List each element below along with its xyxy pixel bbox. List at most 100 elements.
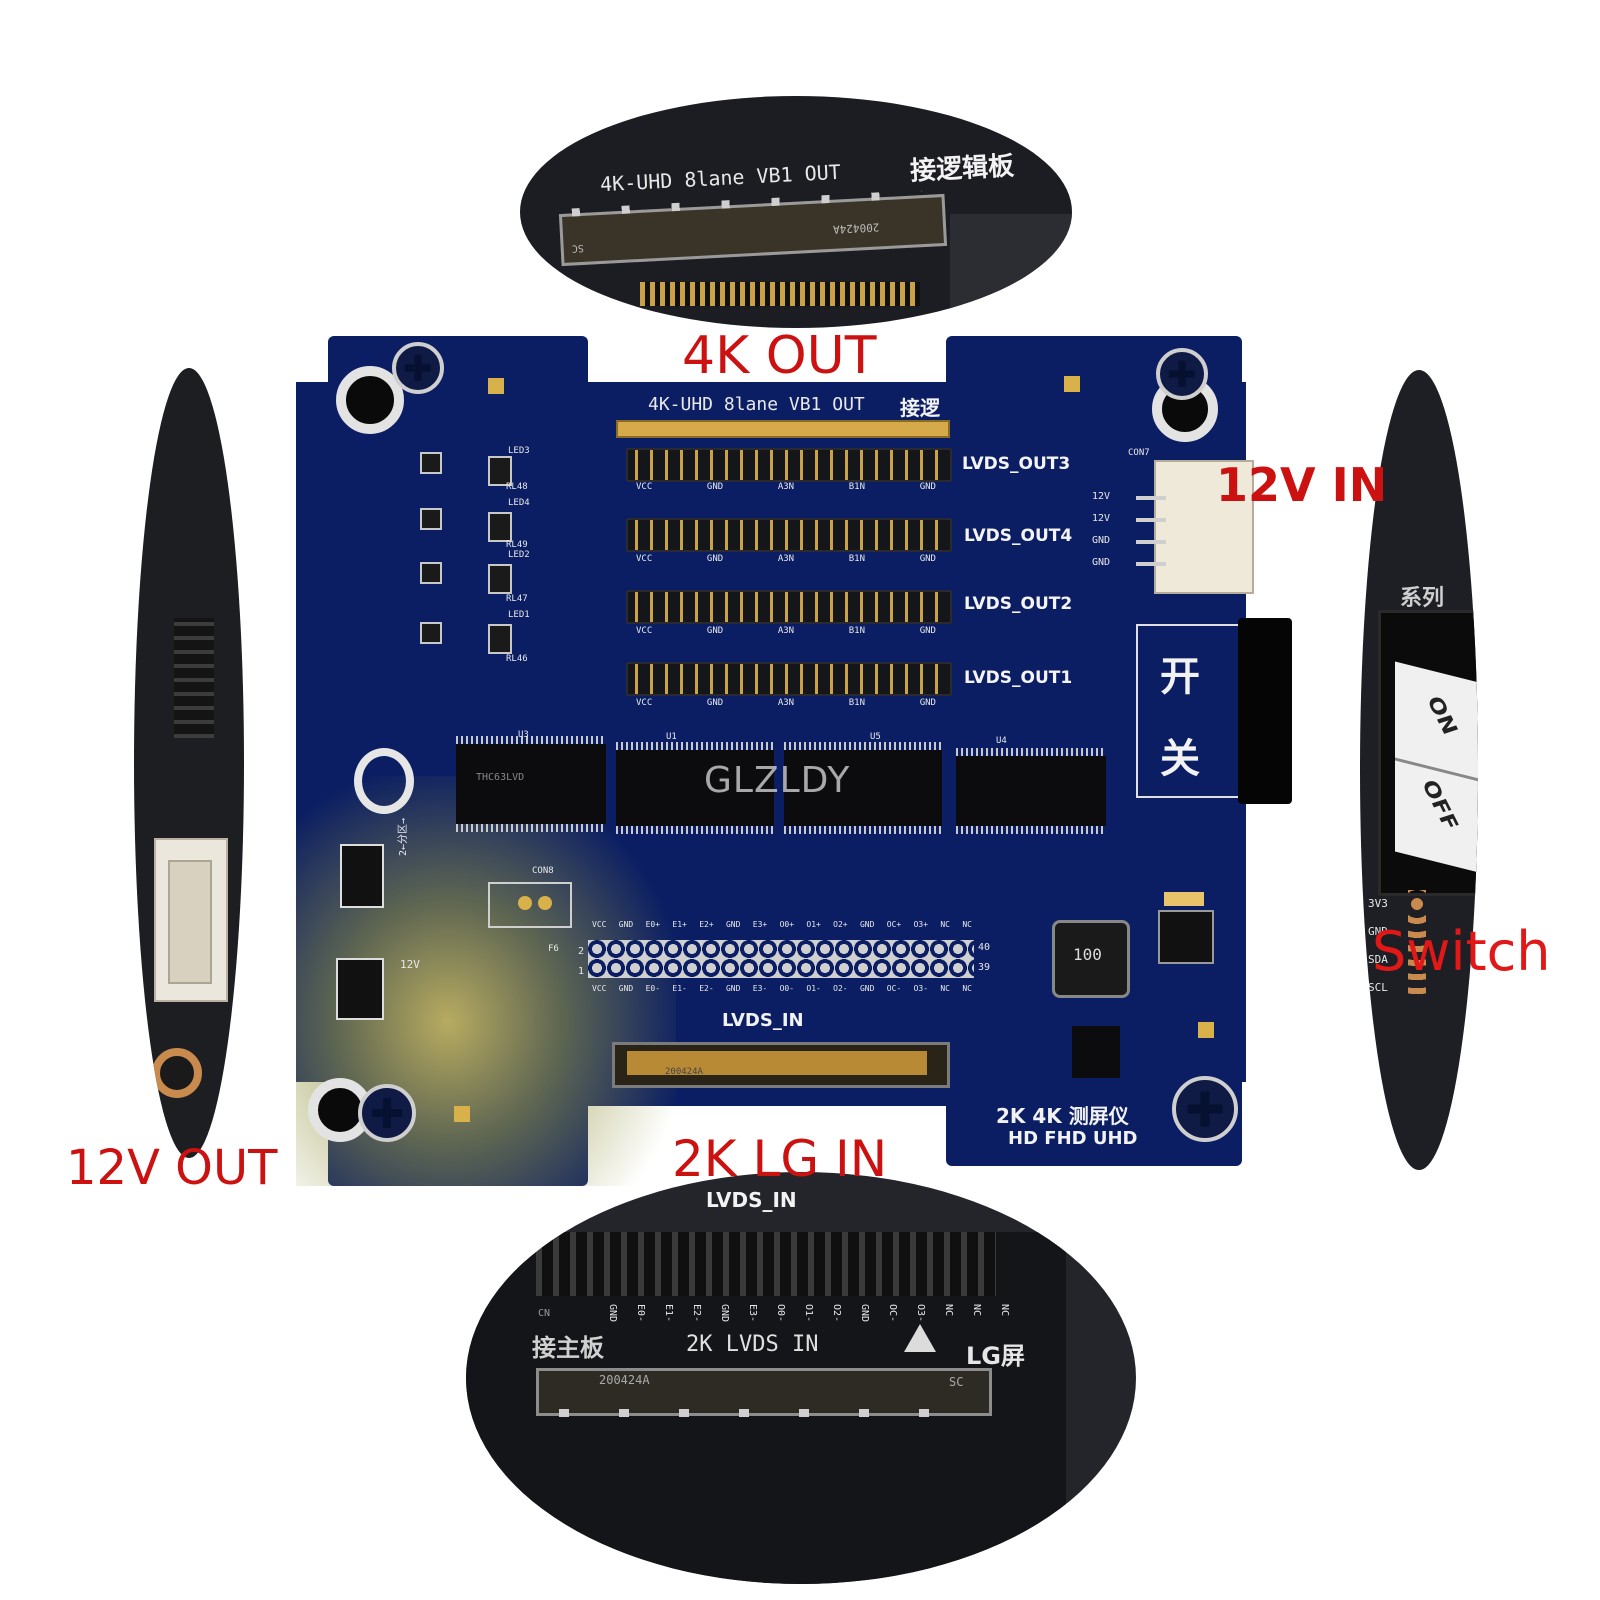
regulator-tab	[1164, 892, 1204, 906]
right-inset-pads	[1408, 890, 1426, 1000]
top-inset-photo: 4K-UHD 8lane VB1 OUT 接逻辑板 200424A SC	[520, 96, 1072, 328]
power-input-connector[interactable]	[1136, 460, 1254, 594]
rl-label: RL48	[506, 482, 528, 492]
row-pin-label: GND	[919, 482, 936, 492]
in-pin-label: E2+	[699, 920, 714, 929]
lvds-out2-label: LVDS_OUT2	[964, 594, 1073, 614]
power-conn-label: CON7	[1128, 448, 1150, 458]
in-pin-label: VCC	[592, 984, 607, 993]
header-pin-labels-4: VCC GND A3N B1N GND	[636, 698, 936, 708]
in-pin-label: E3+	[752, 920, 768, 929]
led-label: LED4	[508, 498, 530, 508]
small-ic	[1072, 1026, 1120, 1078]
chip-pins	[956, 826, 1106, 834]
right-inset-switch-body: ON OFF	[1378, 610, 1478, 896]
power-pin-label: GND	[1092, 535, 1111, 546]
bottom-inset-connector-latches	[559, 1409, 959, 1417]
switch-on-label: ON	[1421, 693, 1462, 738]
bottom-inset-silk-cn: 接主板	[532, 1334, 604, 1362]
screw-top-right	[1156, 348, 1208, 400]
chip-pins	[784, 742, 942, 750]
fpc-gold	[627, 1051, 927, 1075]
lvds-out4-header	[626, 518, 952, 552]
led-smd	[420, 562, 442, 584]
in-pin-label: NC	[962, 984, 972, 993]
in-pin-label: OC+	[886, 920, 902, 929]
vb1-output-connector	[616, 420, 950, 438]
top-inset-silk-cn: 接逻辑板	[909, 151, 1015, 187]
right-inset-pin-label: 3V3	[1368, 897, 1388, 910]
row-pin-label: GND	[706, 482, 724, 492]
brand-logo-icon	[354, 748, 414, 814]
lvds-in-label: LVDS_IN	[722, 1010, 804, 1031]
in-pin-label: OC-	[886, 984, 902, 993]
row-pin-label: VCC	[636, 698, 653, 708]
watermark-text: GLZLDY	[704, 760, 851, 801]
u-label: U3	[518, 730, 529, 740]
in-pin-label: VCC	[592, 920, 607, 929]
bottom-inset-connector-mark: SC	[949, 1375, 964, 1389]
top-inset-connector-code: 200424A	[832, 220, 880, 236]
in-pin-label: GND	[859, 920, 875, 929]
led-label: LED2	[508, 550, 530, 560]
rocker-switch[interactable]: ON OFF	[1395, 661, 1478, 875]
power-pin-label: GND	[1092, 557, 1111, 568]
right-inset-pin-label: GND	[1368, 925, 1388, 938]
in-pin-label: GND	[618, 920, 634, 929]
switch-cn-on: 开	[1160, 654, 1200, 700]
right-inset-photo: 系列 ON OFF 3V3 GND SDA SCL	[1360, 370, 1478, 1170]
top-inset-board-edge	[950, 214, 1072, 328]
lvds-chip-center-right	[784, 750, 942, 826]
header-pin-labels-1: VCC GND A3N B1N GND	[636, 482, 936, 492]
in-pin-label: O3+	[913, 920, 929, 929]
power-switch-lever[interactable]	[1238, 618, 1292, 804]
row-pin-label: VCC	[636, 554, 653, 564]
jumper-label: 2←分区→	[398, 817, 409, 856]
left-inset-white-connector	[154, 838, 228, 1002]
inductor-value: 100	[1073, 945, 1102, 964]
lvds-in-top-labels: VCC GND E0+ E1+ E2+ GND E3+ O0+ O1+ O2+ …	[592, 920, 972, 929]
pcb-board: 4K-UHD 8lane VB1 OUT 接逻 LVDS_OUT3 LVDS_O…	[296, 336, 1292, 1186]
power-connector-pins	[1136, 486, 1166, 566]
in-pin-label: E1+	[672, 920, 687, 929]
u-label: U5	[870, 732, 881, 742]
board-title-cn: 2K 4K 测屏仪	[996, 1104, 1129, 1128]
row-pin-label: A3N	[777, 554, 795, 564]
mount-hole-top-left	[336, 366, 404, 434]
in-pin-label: O2-	[833, 984, 848, 993]
in-pin-label: NC	[940, 920, 950, 929]
in-pin-label: E0+	[645, 920, 661, 929]
row-pin-label: GND	[919, 698, 936, 708]
bottom-inset-photo: LVDS_IN GND E0- E1- E2- GND E3- O0- O1- …	[466, 1172, 1136, 1584]
warning-triangle-icon	[904, 1324, 936, 1352]
in-pin-label: O1+	[806, 920, 821, 929]
callout-12v-in: 12V IN	[1216, 458, 1388, 512]
callout-2k-lg-in: 2K LG IN	[672, 1130, 888, 1188]
rl-label: RL46	[506, 654, 528, 664]
board-header-silk: 4K-UHD 8lane VB1 OUT	[648, 394, 865, 415]
in-pin-label: GND	[859, 984, 875, 993]
fpc-code: 200424A	[665, 1067, 703, 1077]
row-pin-label: B1N	[848, 554, 866, 564]
top-inset-pin-row	[640, 282, 920, 306]
row-pin-label: A3N	[777, 698, 795, 708]
region-jumper[interactable]	[340, 844, 384, 908]
in-pin-label: E1-	[672, 984, 687, 993]
row-pin-label: GND	[706, 554, 724, 564]
in-pin-label: NC	[962, 920, 972, 929]
led-smd	[420, 508, 442, 530]
power-inductor: 100	[1052, 920, 1130, 998]
in-pin-label: GND	[618, 984, 634, 993]
lvds-out2-header	[626, 590, 952, 624]
fuse-label: F6	[548, 944, 559, 954]
led-smd	[488, 564, 512, 594]
row-pin-label: VCC	[636, 626, 653, 636]
lvds-input-fpc-connector: 200424A	[612, 1042, 950, 1088]
power-jumper[interactable]	[336, 958, 384, 1020]
bottom-inset-pin-label: NC	[999, 1304, 1010, 1317]
lvds-out3-header	[626, 448, 952, 482]
right-inset-pin-labels: 3V3 GND SDA SCL	[1368, 890, 1468, 1002]
chip-pins	[616, 826, 774, 834]
callout-switch: Switch	[1372, 920, 1551, 983]
led-smd	[488, 456, 512, 486]
